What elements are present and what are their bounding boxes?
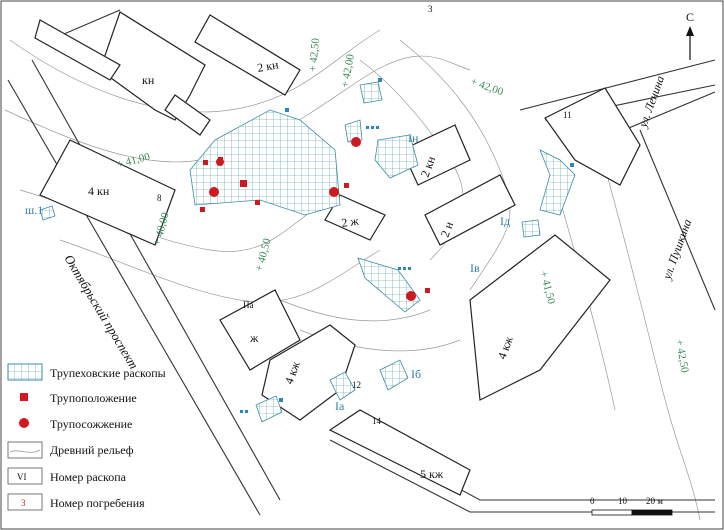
- svg-text:2 ж: 2 ж: [340, 214, 360, 230]
- grid-Ib: [379, 359, 409, 391]
- svg-text:+ 41,00: + 41,00: [116, 150, 152, 170]
- svg-text:Трупосожжение: Трупосожжение: [50, 417, 132, 431]
- svg-text:10: 10: [618, 496, 628, 506]
- svg-text:Трупеховские раскопы: Трупеховские раскопы: [50, 366, 166, 380]
- svg-text:Трупоположение: Трупоположение: [50, 391, 137, 405]
- scale-bar: 0 10 20 м: [590, 496, 673, 516]
- svg-text:8: 8: [157, 193, 162, 203]
- legend-swatch-grid: [7, 363, 43, 381]
- north-arrow: С: [686, 10, 694, 60]
- svg-text:12: 12: [352, 380, 361, 390]
- svg-text:11: 11: [563, 110, 572, 120]
- grid-In: [374, 134, 419, 179]
- excavation-grids: [39, 81, 576, 423]
- grid-Id-small: [521, 219, 541, 238]
- svg-text:+ 40,50: + 40,50: [253, 237, 273, 273]
- svg-text:3: 3: [428, 4, 433, 14]
- svg-text:кн: кн: [142, 73, 155, 87]
- legend-swatch-burial-number: [7, 493, 43, 511]
- svg-text:ш.1: ш.1: [25, 203, 43, 217]
- svg-text:0: 0: [590, 496, 595, 506]
- cremation-markers: [209, 137, 416, 301]
- building-small-top: [34, 19, 121, 81]
- building-stairs: [164, 94, 211, 136]
- blue-markers: [240, 78, 574, 413]
- grid-Id: [539, 149, 576, 216]
- svg-text:2 кн: 2 кн: [256, 57, 280, 75]
- svg-text:Ін: Ін: [408, 131, 419, 145]
- svg-text:ж: ж: [249, 331, 259, 345]
- svg-text:2 н: 2 н: [438, 219, 457, 239]
- building-4kzh-right: [469, 234, 611, 401]
- north-label: С: [686, 10, 694, 24]
- svg-text:20 м: 20 м: [646, 496, 663, 506]
- svg-text:ул. Ленина: ул. Ленина: [635, 74, 667, 130]
- svg-text:Номер раскопа: Номер раскопа: [50, 470, 127, 484]
- svg-text:Ів: Ів: [470, 261, 480, 275]
- svg-text:5 кж: 5 кж: [420, 467, 444, 481]
- building-4ki: [39, 139, 176, 246]
- building-right-long: [544, 87, 641, 186]
- legend: Трупеховские раскопы Трупоположение Труп…: [7, 363, 166, 511]
- legend-swatch-relief: [7, 441, 43, 459]
- grid-In-b: [344, 119, 363, 143]
- svg-text:14: 14: [372, 416, 382, 426]
- relief-contours: [4, 29, 701, 521]
- svg-text:3: 3: [21, 498, 26, 508]
- svg-text:Іб: Іб: [411, 367, 421, 381]
- svg-text:+ 42,00: + 42,00: [469, 76, 505, 99]
- svg-text:4 кн: 4 кн: [88, 184, 110, 198]
- building-2zh: [324, 194, 386, 241]
- legend-swatch-cremation: [19, 418, 29, 428]
- svg-text:+ 42,50: + 42,50: [307, 37, 322, 72]
- svg-text:Па: Па: [243, 300, 254, 310]
- svg-text:Іа: Іа: [335, 399, 345, 413]
- svg-text:Номер погребения: Номер погребения: [50, 496, 145, 510]
- grid-sw: [255, 395, 283, 423]
- building-labels: кн 2 кн 4 кн 8 3 2 ж 2 кн 2 н 11 4 кж 4 …: [88, 4, 572, 481]
- buildings: [34, 11, 641, 496]
- grid-Iv: [357, 257, 421, 313]
- svg-text:+ 42,00: + 42,00: [339, 53, 357, 89]
- svg-text:Древний рельеф: Древний рельеф: [50, 443, 134, 457]
- svg-text:Октябрьский проспект: Октябрьский проспект: [61, 252, 141, 372]
- building-2ki-top: [194, 14, 301, 96]
- building-2i: [424, 174, 516, 246]
- svg-text:+ 42,50: + 42,50: [673, 338, 691, 374]
- svg-text:VI: VI: [17, 472, 27, 482]
- grid-sh1: [39, 205, 56, 221]
- legend-swatch-excavation-number: [7, 467, 43, 485]
- building-2ki-b: [401, 124, 471, 186]
- svg-text:Ід: Ід: [500, 214, 510, 228]
- grid-top-small: [359, 81, 383, 104]
- excavation-labels: Ін Ід Ів Іб Іа ш.1: [25, 131, 510, 413]
- legend-swatch-inhumation: [20, 393, 28, 401]
- building-zh: [219, 289, 301, 371]
- grid-Ia: [329, 371, 356, 401]
- grid-main: [189, 109, 341, 216]
- svg-text:ул. Пушкина: ул. Пушкина: [659, 217, 694, 282]
- building-5kzh: [328, 409, 471, 496]
